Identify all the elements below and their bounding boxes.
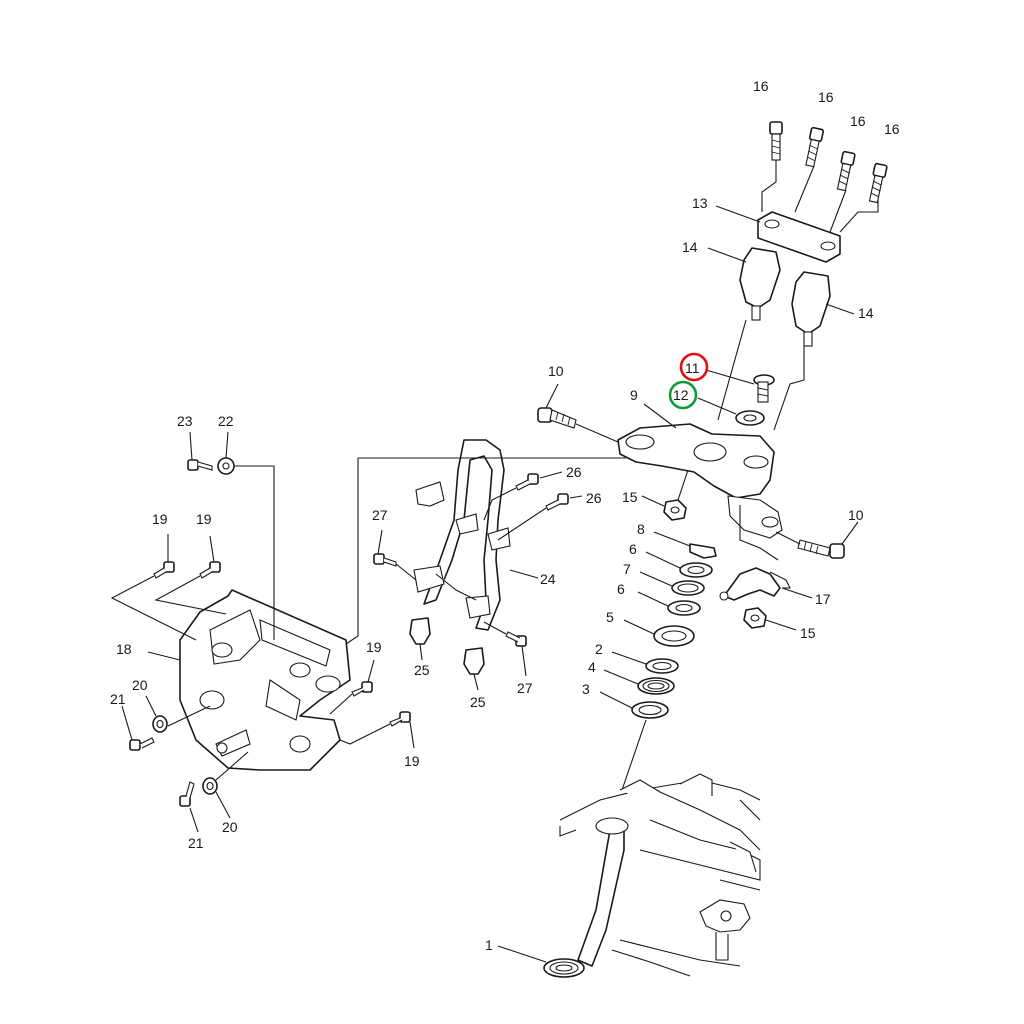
callout-16-b: 16 <box>818 89 834 105</box>
steering-stem-stack <box>599 505 779 791</box>
bolt-16-c <box>836 150 856 192</box>
callout-1: 1 <box>485 937 493 953</box>
callout-23: 23 <box>177 413 193 429</box>
callout-15-a: 15 <box>622 489 638 505</box>
part-6-ring-nut-upper <box>645 551 713 578</box>
callout-10-a: 10 <box>548 363 564 379</box>
upper-bracket-crown <box>617 403 783 539</box>
part-3-bearing-race <box>599 691 669 719</box>
callout-labels: 16 16 16 16 13 14 14 11 12 10 9 15 10 8 … <box>110 78 900 953</box>
washer-22 <box>217 431 275 640</box>
callout-2: 2 <box>595 641 603 657</box>
bolt-21-upper <box>121 705 155 751</box>
holder-leaders <box>717 319 805 431</box>
nut-15-top <box>641 469 689 521</box>
meter-bracket-18 <box>147 589 351 771</box>
callout-18: 18 <box>116 641 132 657</box>
bolt-26-lower <box>497 493 583 541</box>
callout-26-a: 26 <box>566 464 582 480</box>
cable-guide-17 <box>719 567 813 601</box>
callout-14-a: 14 <box>682 239 698 255</box>
callout-4: 4 <box>588 659 596 675</box>
washer-20-upper <box>145 695 211 733</box>
upper-holder-bolts <box>761 121 888 233</box>
callout-9: 9 <box>630 387 638 403</box>
callout-17: 17 <box>815 591 831 607</box>
part-11-bolt <box>705 369 775 403</box>
callout-3: 3 <box>582 681 590 697</box>
lower-handlebar-holder-right <box>791 271 855 347</box>
callout-27-a: 27 <box>372 507 388 523</box>
callout-16-d: 16 <box>884 121 900 137</box>
bolt-19-right-mid <box>329 659 375 715</box>
bolt-27-left <box>373 529 417 581</box>
bolt-19-right-low <box>339 711 415 749</box>
part-12-washer <box>697 397 765 426</box>
bolt-21-lower <box>179 781 199 833</box>
callout-13: 13 <box>692 195 708 211</box>
callout-11: 11 <box>685 360 700 376</box>
callout-14-b: 14 <box>858 305 874 321</box>
callout-6-b: 6 <box>617 581 625 597</box>
callout-8: 8 <box>637 521 645 537</box>
bolt-19-upper-right <box>154 535 227 615</box>
bolt-19-upper-left <box>110 534 197 641</box>
stay-reference-line <box>345 457 626 645</box>
headlight-stay-24 <box>413 439 539 631</box>
callout-6-a: 6 <box>629 541 637 557</box>
bolt-16-a <box>769 121 783 161</box>
bolt-10-left <box>537 383 619 443</box>
part-6-ring-nut-lower <box>637 591 701 616</box>
callout-19-b: 19 <box>196 511 212 527</box>
upper-handlebar-holder <box>715 205 841 263</box>
washer-20-lower <box>202 751 249 819</box>
part-8-lock-washer <box>653 531 717 559</box>
grommet-25-left <box>409 617 431 661</box>
bolt-16-b <box>805 126 825 168</box>
callout-27-b: 27 <box>517 680 533 696</box>
part-5-dust-seal <box>623 619 695 647</box>
lower-handlebar-holder-left <box>707 247 781 321</box>
callout-19-c: 19 <box>366 639 382 655</box>
highlight-ring-12 <box>668 380 698 410</box>
bolt-16-d <box>868 162 888 204</box>
highlight-ring-11 <box>679 352 709 382</box>
callout-26-b: 26 <box>586 490 602 506</box>
bolt-23 <box>187 431 213 471</box>
callout-19-d: 19 <box>404 753 420 769</box>
callout-12: 12 <box>673 387 689 403</box>
part-1-lower-bearing <box>497 945 585 978</box>
callout-7: 7 <box>623 561 631 577</box>
callout-15-b: 15 <box>800 625 816 641</box>
bolt-26-upper <box>483 471 563 521</box>
grommet-25-right <box>463 647 485 691</box>
callout-16-c: 16 <box>850 113 866 129</box>
callout-25-a: 25 <box>414 662 430 678</box>
part-4-bearing <box>603 669 675 695</box>
bolt-10-right <box>775 521 859 559</box>
part-7-washer <box>639 571 705 596</box>
part-2-bearing-race <box>611 651 679 674</box>
callout-5: 5 <box>606 609 614 625</box>
callout-24: 24 <box>540 571 556 587</box>
callout-21-b: 21 <box>188 835 204 851</box>
callout-21-a: 21 <box>110 691 126 707</box>
callout-20-a: 20 <box>132 677 148 693</box>
callout-25-b: 25 <box>470 694 486 710</box>
callout-22: 22 <box>218 413 234 429</box>
callout-10-b: 10 <box>848 507 864 523</box>
frame-head-pipe <box>559 773 761 977</box>
callout-20-b: 20 <box>222 819 238 835</box>
nut-15-bottom <box>743 607 797 631</box>
callout-16-a: 16 <box>753 78 769 94</box>
callout-19-a: 19 <box>152 511 168 527</box>
bolt-27-right <box>483 621 527 677</box>
